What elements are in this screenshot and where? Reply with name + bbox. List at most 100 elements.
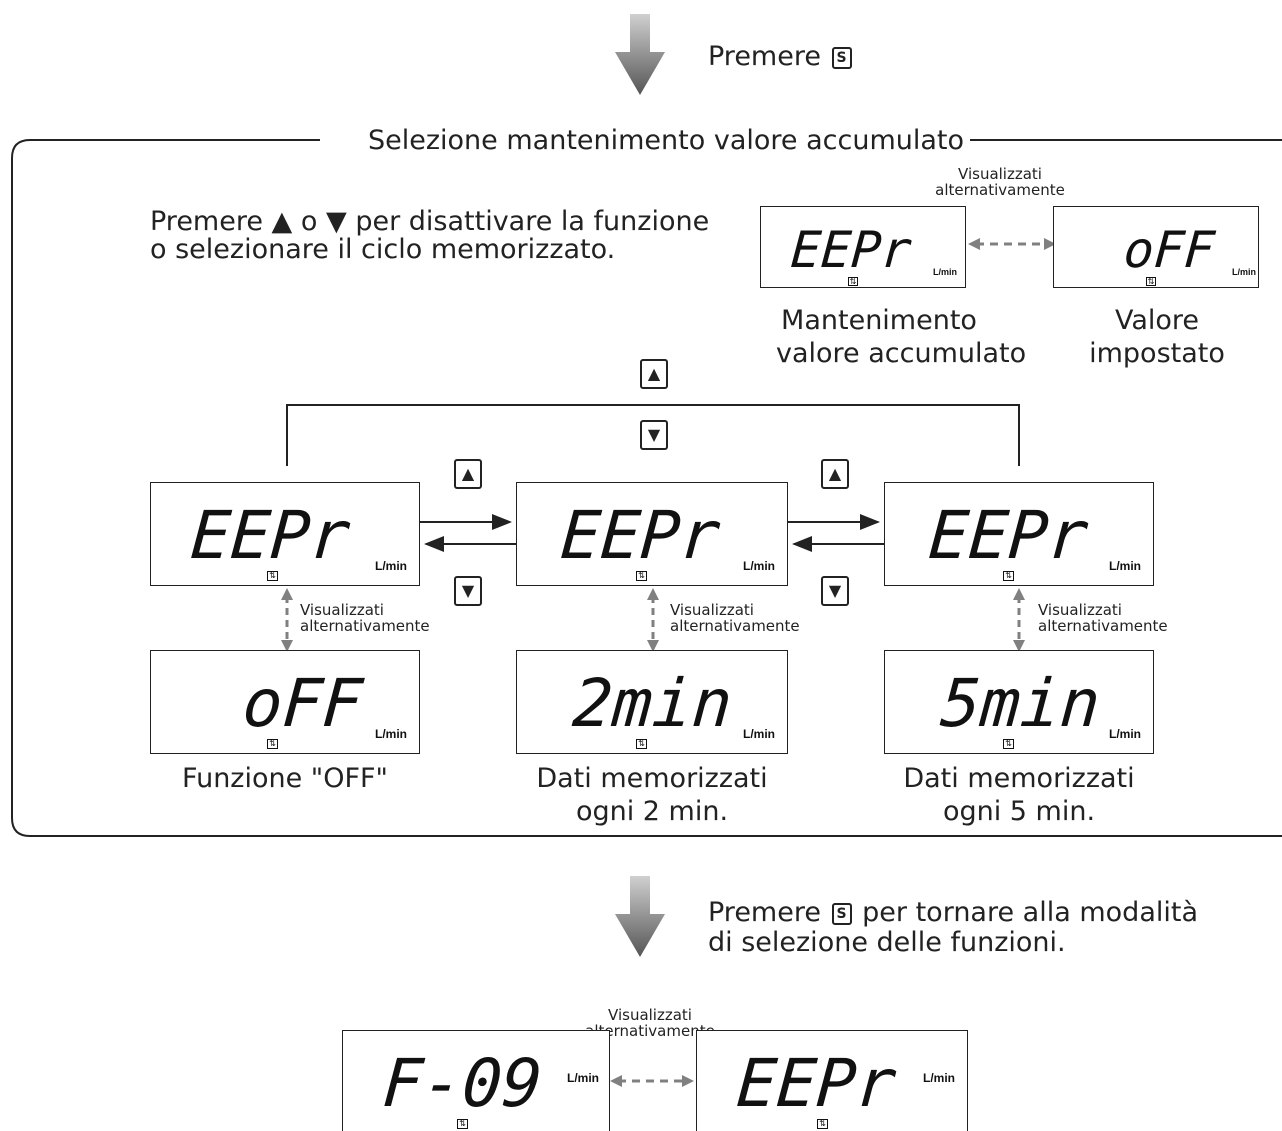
caption: Funzione "OFF": [150, 762, 420, 795]
output-indicator-icon: ⇅: [1003, 739, 1014, 749]
label-line2: alternativamente: [1038, 617, 1168, 635]
instruction-text: Premere: [708, 897, 821, 928]
lcd-display: F-09 L/min ⇅: [342, 1030, 610, 1131]
alternate-arrow-icon: [610, 1075, 694, 1087]
label-line2: alternativamente: [670, 617, 800, 635]
alternate-arrow-icon: [647, 588, 659, 652]
alternate-arrow-icon: [968, 238, 1056, 250]
down-button[interactable]: ▼: [454, 576, 482, 606]
caption-line1: Funzione "OFF": [182, 763, 388, 794]
up-button[interactable]: ▲: [454, 459, 482, 489]
up-button[interactable]: ▲: [821, 459, 849, 489]
label-line1: Visualizzati: [300, 601, 384, 619]
output-indicator-icon: ⇅: [457, 1119, 468, 1129]
down-button[interactable]: ▼: [821, 576, 849, 606]
unit-label: L/min: [567, 1071, 599, 1085]
lcd-text: 5min: [938, 665, 1103, 742]
output-indicator-icon: ⇅: [1003, 571, 1014, 581]
unit-label: L/min: [933, 267, 957, 277]
instruction-text: per tornare alla modalità: [862, 897, 1198, 928]
caption-line1: Dati memorizzati: [903, 763, 1135, 794]
up-button[interactable]: ▲: [640, 359, 668, 389]
output-indicator-icon: ⇅: [636, 739, 647, 749]
lcd-text: EEPr: [558, 497, 723, 574]
lcd-text: EEPr: [788, 221, 914, 279]
unit-label: L/min: [1109, 559, 1141, 573]
alternately-label: Visualizzati alternativamente: [930, 166, 1070, 198]
lcd-text: oFF: [1121, 221, 1217, 279]
label-line1: Visualizzati: [958, 165, 1042, 183]
lcd-display: 5min L/min ⇅: [884, 650, 1154, 754]
lcd-display: oFF L/min ⇅: [1053, 206, 1259, 288]
unit-label: L/min: [1109, 727, 1141, 741]
caption-line2: valore accumulato: [776, 338, 1027, 369]
section-frame: [11, 139, 1282, 837]
lcd-text: EEPr: [926, 497, 1091, 574]
output-indicator-icon: ⇅: [267, 739, 278, 749]
up-triangle-icon: ▲: [647, 364, 661, 383]
s-key-icon: S: [831, 902, 852, 925]
lcd-display: oFF L/min ⇅: [150, 650, 420, 754]
down-button[interactable]: ▼: [640, 420, 668, 450]
bottom-instruction: Premere S per tornare alla modalità: [708, 896, 1198, 929]
down-arrow-icon: [615, 14, 665, 95]
s-key-icon: S: [831, 46, 852, 69]
unit-label: L/min: [743, 559, 775, 573]
lcd-display: 2min L/min ⇅: [516, 650, 788, 754]
down-arrow-icon: [615, 876, 665, 957]
caption: Mantenimento valore accumulato: [776, 304, 1027, 370]
output-indicator-icon: ⇅: [848, 277, 858, 286]
lcd-display: EEPr L/min ⇅: [696, 1030, 968, 1131]
alternately-label: Visualizzati alternativamente: [1038, 602, 1168, 634]
label-line2: alternativamente: [300, 617, 430, 635]
lcd-text: 2min: [570, 665, 735, 742]
label-line2: alternativamente: [585, 1022, 715, 1040]
caption-line2: impostato: [1089, 338, 1225, 369]
down-triangle-icon: ▼: [828, 581, 842, 600]
instruction-line1: Premere ▲ o ▼ per disattivare la funzion…: [150, 206, 710, 237]
lcd-display: EEPr L/min ⇅: [760, 206, 966, 288]
lcd-text: oFF: [240, 665, 365, 742]
caption-line1: Valore: [1114, 305, 1200, 336]
unit-label: L/min: [375, 727, 407, 741]
lcd-display: EEPr L/min ⇅: [516, 482, 788, 586]
output-indicator-icon: ⇅: [1146, 277, 1156, 286]
unit-label: L/min: [1232, 267, 1256, 277]
caption: Valore impostato: [1054, 304, 1260, 370]
output-indicator-icon: ⇅: [267, 571, 278, 581]
caption-line1: Mantenimento: [781, 305, 977, 336]
label-line1: Visualizzati: [1038, 601, 1122, 619]
output-indicator-icon: ⇅: [636, 571, 647, 581]
alternately-label: Visualizzati alternativamente: [670, 602, 800, 634]
caption: Dati memorizzati ogni 5 min.: [884, 762, 1154, 828]
alternately-label: Visualizzati alternativamente: [570, 1007, 730, 1039]
alternate-arrow-icon: [281, 588, 293, 652]
top-instruction: Premere S: [708, 40, 854, 73]
alternate-arrow-icon: [1013, 588, 1025, 652]
alternately-label: Visualizzati alternativamente: [300, 602, 430, 634]
instruction-text: Premere: [708, 41, 821, 72]
unit-label: L/min: [375, 559, 407, 573]
up-triangle-icon: ▲: [461, 464, 475, 483]
up-triangle-icon: ▲: [828, 464, 842, 483]
unit-label: L/min: [923, 1071, 955, 1085]
label-line1: Visualizzati: [670, 601, 754, 619]
down-triangle-icon: ▼: [647, 425, 661, 444]
caption-line2: ogni 5 min.: [942, 796, 1096, 827]
lcd-text: F-09: [380, 1045, 545, 1122]
down-triangle-icon: ▼: [461, 581, 475, 600]
caption-line1: Dati memorizzati: [536, 763, 768, 794]
lcd-text: EEPr: [188, 497, 353, 574]
output-indicator-icon: ⇅: [817, 1119, 828, 1129]
label-line2: alternativamente: [935, 181, 1065, 199]
lcd-display: EEPr L/min ⇅: [150, 482, 420, 586]
frame-title: Selezione mantenimento valore accumulato: [368, 125, 965, 156]
bottom-instruction-line2: di selezione delle funzioni.: [708, 927, 1066, 958]
unit-label: L/min: [743, 727, 775, 741]
label-line1: Visualizzati: [608, 1006, 692, 1024]
caption-line2: ogni 2 min.: [575, 796, 729, 827]
caption: Dati memorizzati ogni 2 min.: [516, 762, 788, 828]
instruction-line2: o selezionare il ciclo memorizzato.: [150, 234, 616, 265]
lcd-text: EEPr: [734, 1045, 899, 1122]
